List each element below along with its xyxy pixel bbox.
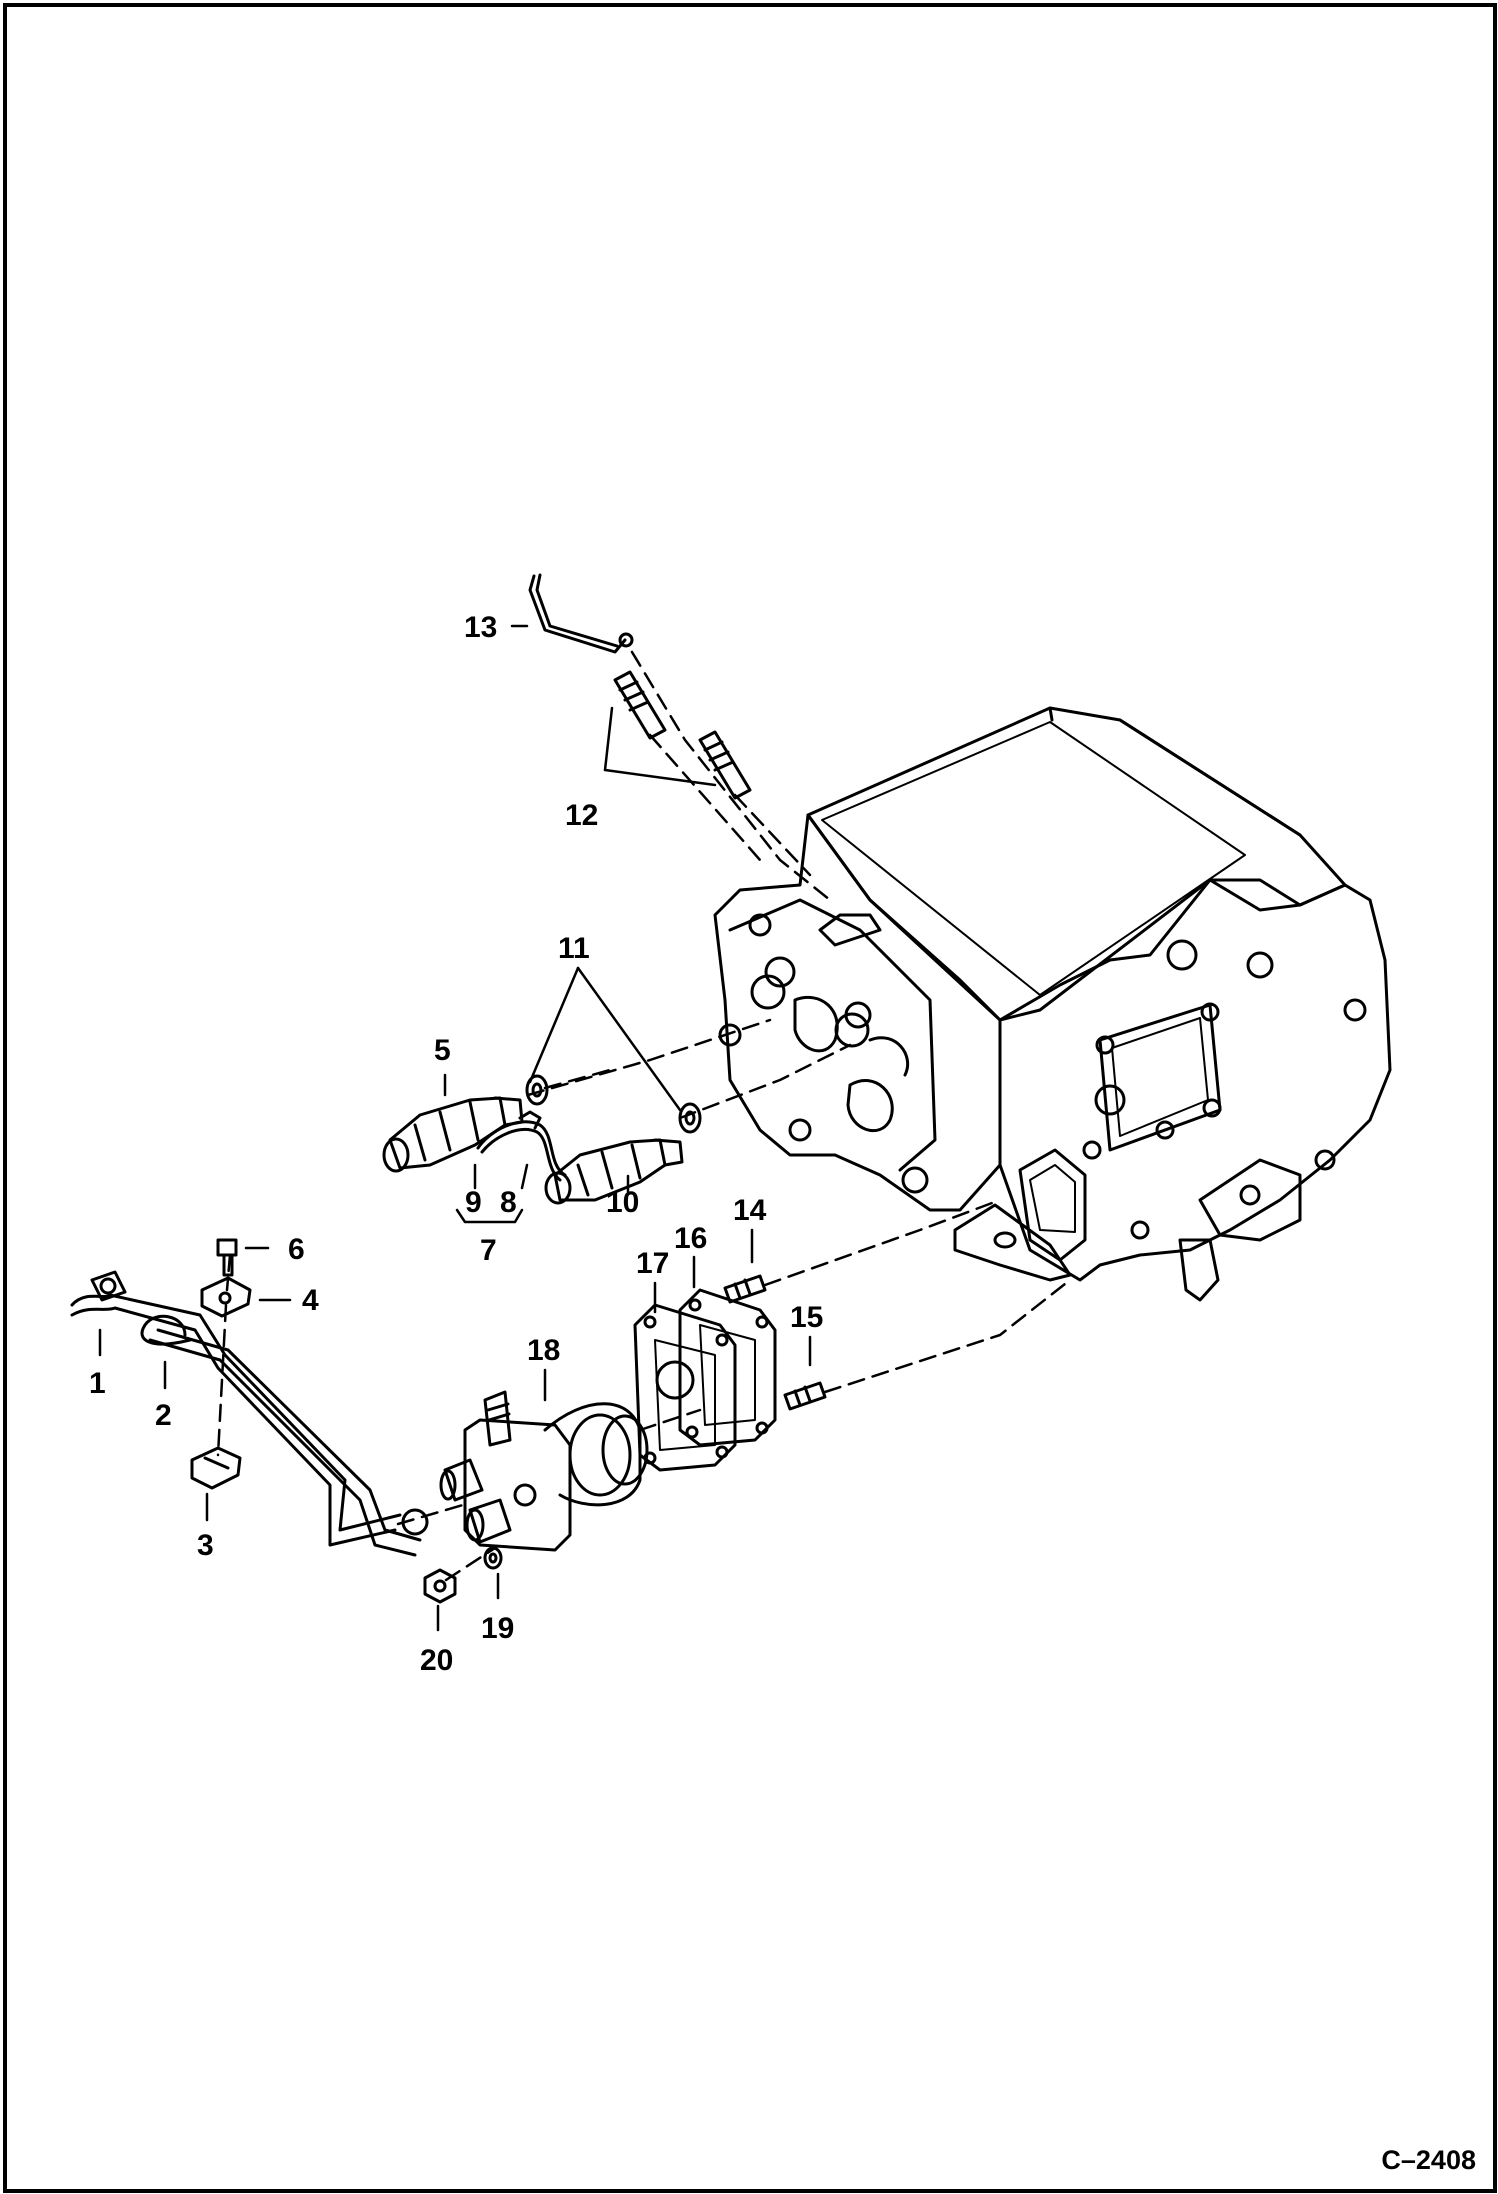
callout-19: 19 bbox=[481, 1612, 514, 1645]
part-16-plate bbox=[678, 1288, 777, 1447]
part-20-nut bbox=[423, 1568, 457, 1604]
figure-code: C–2408 bbox=[1381, 2145, 1476, 2175]
part-12-fittings bbox=[613, 670, 752, 800]
part-15-stud bbox=[783, 1381, 827, 1411]
callout-1: 1 bbox=[89, 1367, 106, 1400]
transmission-housing bbox=[713, 706, 1392, 1302]
callout-3: 3 bbox=[197, 1529, 214, 1562]
callout-4: 4 bbox=[302, 1284, 319, 1317]
part-11-washers bbox=[525, 1074, 702, 1134]
part-6-bolt bbox=[216, 1238, 238, 1277]
callout-6: 6 bbox=[288, 1233, 305, 1266]
part-1-tube bbox=[70, 1270, 429, 1547]
callout-5: 5 bbox=[434, 1034, 451, 1067]
part-10-sensor bbox=[544, 1138, 684, 1205]
callouts: 1 2 3 4 5 6 7 8 9 10 11 12 13 14 15 16 1… bbox=[89, 611, 823, 1677]
part-3-clamp bbox=[190, 1446, 242, 1490]
diagram-frame bbox=[3, 3, 1497, 2193]
part-4-clamp bbox=[200, 1276, 252, 1318]
part-18-pump bbox=[439, 1390, 649, 1552]
part-7-harness bbox=[476, 1110, 567, 1182]
callout-11: 11 bbox=[558, 932, 590, 965]
callout-9: 9 bbox=[465, 1186, 482, 1219]
callout-8: 8 bbox=[500, 1186, 517, 1219]
callout-15: 15 bbox=[790, 1301, 823, 1334]
leader-lines bbox=[98, 624, 812, 1632]
callout-17: 17 bbox=[636, 1247, 669, 1280]
callout-16: 16 bbox=[674, 1222, 707, 1255]
callout-10: 10 bbox=[606, 1186, 639, 1219]
assembly-lines bbox=[216, 650, 1072, 1582]
part-19-washer bbox=[483, 1546, 503, 1570]
part-14-stud bbox=[723, 1274, 767, 1304]
callout-13: 13 bbox=[464, 611, 497, 644]
part-13-rod bbox=[528, 573, 634, 654]
part-2-tube bbox=[140, 1314, 422, 1557]
callout-7: 7 bbox=[480, 1234, 497, 1267]
callout-18: 18 bbox=[527, 1334, 560, 1367]
callout-2: 2 bbox=[155, 1399, 172, 1432]
callout-12: 12 bbox=[565, 799, 598, 832]
callout-20: 20 bbox=[420, 1644, 453, 1677]
callout-14: 14 bbox=[733, 1194, 767, 1227]
